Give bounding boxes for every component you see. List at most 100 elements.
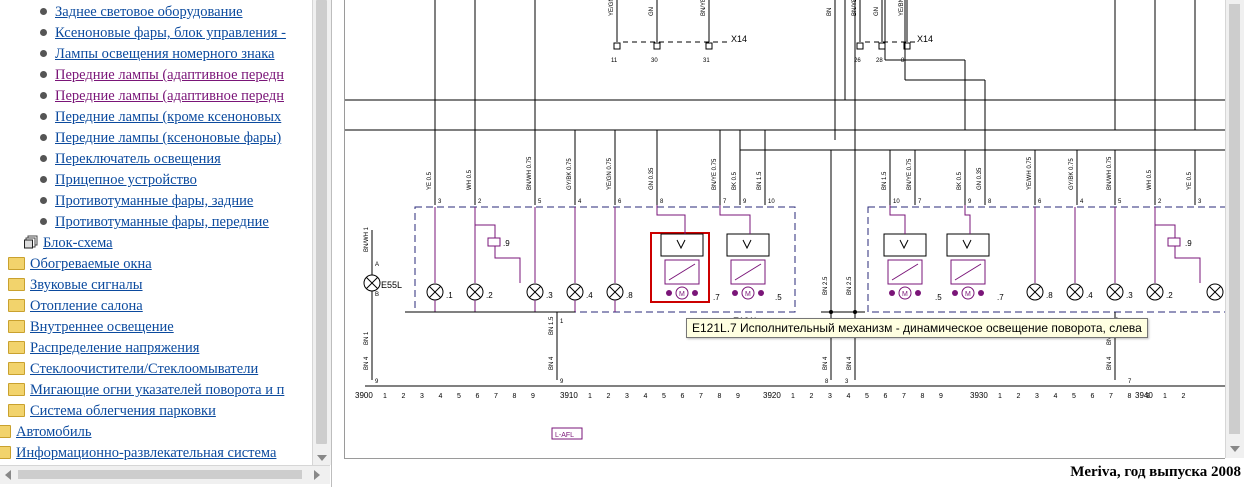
diagram-scroll-thumb[interactable]	[1229, 4, 1240, 434]
tree-item-link[interactable]: Звуковые сигналы	[30, 277, 143, 293]
wire-label: BN 2.5	[823, 276, 829, 295]
tree-item[interactable]: Стеклоочистители/Стеклоомыватели	[8, 359, 258, 379]
folder-icon	[8, 404, 25, 418]
tree-item[interactable]: Внутреннее освещение	[8, 317, 174, 337]
wire-label: 7	[723, 199, 727, 205]
reference-label: L-AFL	[555, 432, 574, 439]
tree-item-link[interactable]: Блок-схема	[43, 235, 113, 251]
tree-item[interactable]: Передние лампы (адаптивное передн	[40, 65, 284, 85]
tree-item-link[interactable]: Обогреваемые окна	[30, 256, 152, 272]
module-box-right	[867, 206, 1225, 313]
component-tooltip: E121L.7 Исполнительный механизм - динами…	[686, 318, 1148, 338]
ruler-tick-label: 3	[420, 393, 424, 400]
tree-item-link[interactable]: Внутреннее освещение	[30, 319, 174, 335]
tree-item[interactable]: Передние лампы (адаптивное передн	[40, 86, 284, 106]
tree-item-link[interactable]: Противотуманные фары, задние	[55, 193, 254, 209]
wire-label: 3	[438, 199, 442, 205]
wire-label: BK 0.5	[957, 171, 963, 190]
wire-line	[962, 239, 972, 250]
wire-line	[569, 286, 581, 298]
tree-item[interactable]: Распределение напряжения	[8, 338, 199, 358]
tree-item[interactable]: Передние лампы (кроме ксеноновых	[40, 107, 281, 127]
bullet-icon	[40, 92, 47, 100]
tree-item[interactable]: Переключатель освещения	[40, 149, 221, 169]
wire-label: 10	[893, 199, 900, 205]
ruler-tick-label: 7	[494, 393, 498, 400]
tree-item[interactable]: Заднее световое оборудование	[40, 2, 243, 22]
tree-item[interactable]: Звуковые сигналы	[8, 275, 143, 295]
tree-item[interactable]: Обогреваемые окна	[8, 254, 152, 274]
tree-item-link[interactable]: Противотуманные фары, передние	[55, 214, 269, 230]
tree-item[interactable]: Передние лампы (ксеноновые фары)	[40, 128, 281, 148]
tree-item-link[interactable]: Отопление салона	[30, 298, 143, 314]
tree-item-link[interactable]: Переключатель освещения	[55, 151, 221, 167]
tree-vertical-scrollbar[interactable]	[312, 0, 331, 465]
tree-item[interactable]: Противотуманные фары, задние	[40, 191, 253, 211]
tree-item-link[interactable]: Мигающие огни указателей поворота и п	[30, 382, 285, 398]
folder-icon	[8, 362, 25, 376]
scroll-left-arrow-icon[interactable]	[5, 470, 11, 480]
wire-label: 4	[578, 199, 582, 205]
wire-label: YE/WH 0.75	[1027, 156, 1033, 190]
tree-item-link[interactable]: Информационно-развлекательная система	[16, 445, 277, 461]
lamp-label: .4	[1086, 291, 1093, 300]
wire-label: BN 4	[847, 356, 853, 370]
motor-icon	[741, 286, 755, 300]
ruler-tick-label: 1	[383, 393, 387, 400]
scroll-right-arrow-icon[interactable]	[314, 470, 320, 480]
wire-label: GN	[874, 7, 880, 16]
tree-item[interactable]: Прицепное устройство	[40, 170, 197, 190]
bullet-icon	[40, 197, 47, 205]
wiring-diagram-svg[interactable]: YE/GNGNBN/YE113031X14BNBN/YEGNYE/BN26288…	[345, 0, 1225, 458]
tree-item[interactable]: Автомобиль	[0, 422, 92, 442]
tree-item-link[interactable]: Передние лампы (ксеноновые фары)	[55, 130, 282, 146]
tree-item-link[interactable]: Заднее световое оборудование	[55, 4, 243, 20]
relay-icon	[487, 237, 501, 247]
tree-item[interactable]: Информационно-развлекательная система	[0, 443, 276, 463]
tree-item-link[interactable]: Ксеноновые фары, блок управления -	[55, 25, 286, 41]
tree-item-link[interactable]: Стеклоочистители/Стеклоомыватели	[30, 361, 259, 377]
motor-label: .7	[997, 293, 1004, 302]
tree-item-link[interactable]: Передние лампы (адаптивное передн	[55, 88, 284, 104]
tree-horizontal-scrollbar[interactable]	[0, 465, 330, 484]
connector-pin	[903, 42, 911, 50]
lamp-label: .4	[586, 291, 593, 300]
tree-item-link[interactable]: Система облегчения парковки	[30, 403, 216, 419]
junction-dot	[732, 290, 738, 296]
relay-icon	[1167, 237, 1181, 247]
tree-item[interactable]: Ксеноновые фары, блок управления -	[40, 23, 286, 43]
tree-item[interactable]: Лампы освещения номерного знака	[40, 44, 274, 64]
diagram-scroll-down-arrow-icon[interactable]	[1230, 446, 1240, 452]
tree-item[interactable]: Отопление салона	[8, 296, 143, 316]
motor-letter: M	[965, 291, 971, 298]
tree-item[interactable]: Система облегчения парковки	[8, 401, 216, 421]
lamp-label: .8	[1046, 291, 1053, 300]
tree-item[interactable]: Мигающие огни указателей поворота и п	[8, 380, 284, 400]
tree-item-link[interactable]: Передние лампы (кроме ксеноновых	[55, 109, 282, 125]
wiring-diagram[interactable]: YE/GNGNBN/YE113031X14BNBN/YEGNYE/BN26288…	[344, 0, 1225, 459]
schematic-panel: YE/GNGNBN/YE113031X14BNBN/YEGNYE/BN26288…	[331, 0, 1246, 487]
tree-horizontal-scroll-thumb[interactable]	[18, 470, 302, 479]
wire-line	[469, 286, 481, 298]
motor-icon	[898, 286, 912, 300]
wire-label: BN	[827, 8, 833, 16]
folder-icon	[8, 320, 25, 334]
tree-item-link[interactable]: Передние лампы (адаптивное передн	[55, 67, 284, 83]
tree-item-link[interactable]: Лампы освещения номерного знака	[55, 46, 275, 62]
ruler-tick-label: 3	[828, 393, 832, 400]
ruler-tick-label: 5	[865, 393, 869, 400]
tree-vertical-scroll-thumb[interactable]	[316, 0, 327, 444]
tree-item-link[interactable]: Автомобиль	[16, 424, 92, 440]
tree-item[interactable]: Блок-схема	[24, 233, 113, 253]
wire-label: 8	[901, 58, 905, 64]
wire-label: BN/YE 0.75	[907, 158, 913, 190]
module-box-left	[414, 206, 796, 313]
motor-letter: M	[745, 291, 751, 298]
tree-item[interactable]: Противотуманные фары, передние	[40, 212, 269, 232]
scroll-down-arrow-icon[interactable]	[317, 455, 327, 461]
tree-item-link[interactable]: Прицепное устройство	[55, 172, 197, 188]
wire-label: 8	[988, 199, 992, 205]
diagram-vertical-scrollbar[interactable]	[1225, 0, 1244, 458]
motor-letter: M	[902, 291, 908, 298]
tree-item-link[interactable]: Распределение напряжения	[30, 340, 200, 356]
